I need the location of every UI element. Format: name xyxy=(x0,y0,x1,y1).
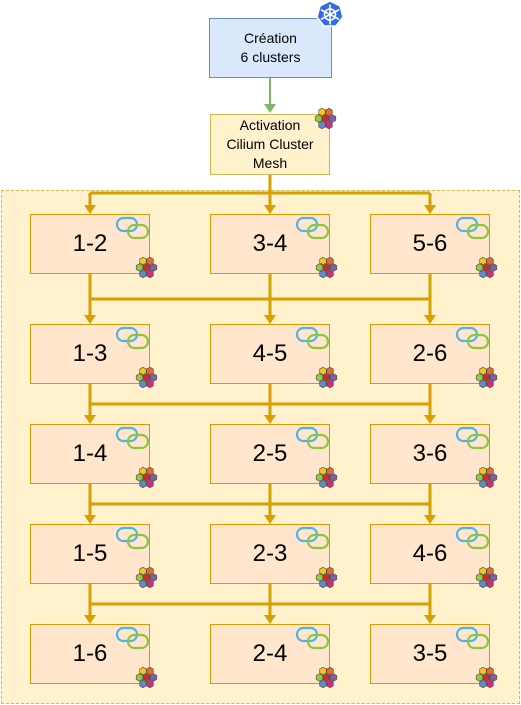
link-icon xyxy=(115,426,150,450)
arrowhead xyxy=(264,515,276,524)
pair-label: 2-5 xyxy=(252,440,288,467)
cilium-icon xyxy=(315,256,338,279)
cilium-icon xyxy=(135,666,158,689)
pair-label: 4-5 xyxy=(252,340,288,367)
pair-box: 2-4 xyxy=(210,624,330,684)
link-icon xyxy=(295,426,330,450)
arrowhead xyxy=(84,415,96,424)
link-icon xyxy=(115,326,150,350)
pair-box: 4-6 xyxy=(370,524,490,584)
arrowhead xyxy=(264,615,276,624)
cilium-icon xyxy=(314,107,337,130)
cilium-icon xyxy=(315,466,338,489)
link-icon xyxy=(455,626,490,650)
pair-box: 3-4 xyxy=(210,214,330,274)
cilium-icon xyxy=(475,666,498,689)
link-icon xyxy=(295,526,330,550)
cilium-icon xyxy=(135,466,158,489)
activate-line-3: Mesh xyxy=(252,155,288,171)
pair-label: 2-4 xyxy=(252,640,288,667)
pair-box: 5-6 xyxy=(370,214,490,274)
arrowhead xyxy=(264,205,276,214)
cilium-icon xyxy=(135,366,158,389)
cilium-icon xyxy=(135,256,158,279)
cilium-icon xyxy=(315,666,338,689)
link-icon xyxy=(455,216,490,240)
pair-label: 5-6 xyxy=(412,230,448,257)
link-icon xyxy=(295,216,330,240)
cilium-icon xyxy=(315,566,338,589)
pair-box: 1-2 xyxy=(30,214,150,274)
arrowhead xyxy=(424,205,436,214)
link-icon xyxy=(115,526,150,550)
pair-box: 2-3 xyxy=(210,524,330,584)
arrowhead xyxy=(264,104,276,113)
pair-box: 4-5 xyxy=(210,324,330,384)
kubernetes-icon xyxy=(316,0,344,27)
pair-box: 3-5 xyxy=(370,624,490,684)
pair-box: 1-4 xyxy=(30,424,150,484)
arrowhead xyxy=(424,415,436,424)
link-icon xyxy=(115,626,150,650)
link-icon xyxy=(295,326,330,350)
pair-box: 1-5 xyxy=(30,524,150,584)
activate-line-1: Activation xyxy=(239,117,301,133)
pair-label: 4-6 xyxy=(412,540,448,567)
create-clusters-box: Création 6 clusters xyxy=(209,18,332,78)
activate-line-2: Cilium Cluster xyxy=(226,136,314,152)
activate-mesh-box: Activation Cilium Cluster Mesh xyxy=(210,114,330,175)
pair-label: 1-3 xyxy=(72,340,108,367)
arrowhead xyxy=(84,205,96,214)
cilium-icon xyxy=(475,566,498,589)
link-icon xyxy=(295,626,330,650)
link-icon xyxy=(455,526,490,550)
pair-label: 3-6 xyxy=(412,440,448,467)
arrowhead xyxy=(84,615,96,624)
link-icon xyxy=(455,426,490,450)
arrowhead xyxy=(264,415,276,424)
arrowhead xyxy=(84,315,96,324)
arrowhead xyxy=(264,315,276,324)
pair-label: 3-4 xyxy=(252,230,288,257)
pair-label: 1-2 xyxy=(72,230,108,257)
cilium-icon xyxy=(315,366,338,389)
pair-label: 2-6 xyxy=(412,340,448,367)
cilium-icon xyxy=(135,566,158,589)
create-line-1: Création xyxy=(244,30,297,46)
arrowhead xyxy=(424,515,436,524)
arrowhead xyxy=(84,515,96,524)
link-icon xyxy=(115,216,150,240)
pair-box: 2-5 xyxy=(210,424,330,484)
pair-label: 1-4 xyxy=(72,440,108,467)
pair-box: 1-3 xyxy=(30,324,150,384)
pair-label: 2-3 xyxy=(252,540,288,567)
pair-box: 3-6 xyxy=(370,424,490,484)
link-icon xyxy=(455,326,490,350)
create-line-2: 6 clusters xyxy=(240,49,301,65)
cilium-icon xyxy=(475,366,498,389)
cilium-icon xyxy=(475,256,498,279)
pair-box: 2-6 xyxy=(370,324,490,384)
cilium-icon xyxy=(475,466,498,489)
arrowhead xyxy=(424,315,436,324)
pair-box: 1-6 xyxy=(30,624,150,684)
pair-label: 1-5 xyxy=(72,540,108,567)
arrowhead xyxy=(424,615,436,624)
pair-label: 1-6 xyxy=(72,640,108,667)
pair-label: 3-5 xyxy=(412,640,448,667)
